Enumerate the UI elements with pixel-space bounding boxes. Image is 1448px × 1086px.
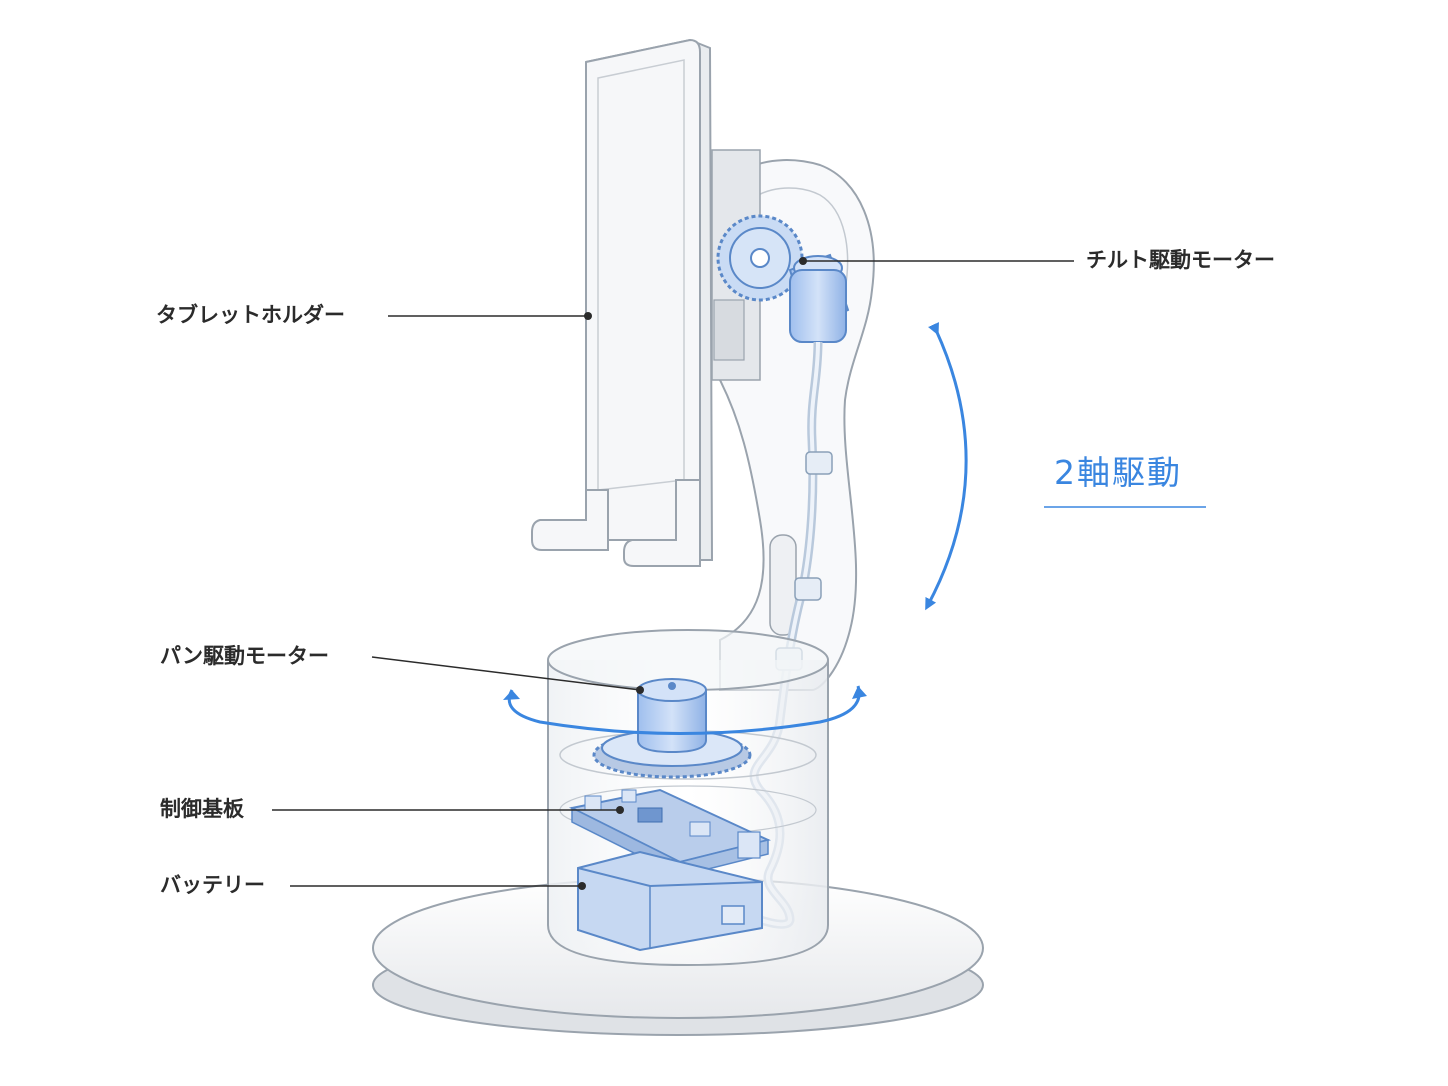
- tilt-motor: [716, 214, 850, 343]
- tablet-holder: [531, 38, 761, 567]
- pan-rotation-arrow: [503, 685, 867, 735]
- leader-dot-tilt-motor: [799, 257, 807, 265]
- label-two-axis-drive: 2軸駆動: [1054, 453, 1182, 492]
- label-battery: バッテリー: [160, 873, 265, 897]
- leader-dot-pan-motor: [636, 686, 644, 694]
- leader-dot-battery: [578, 882, 586, 890]
- label-tablet-holder: タブレットホルダー: [156, 303, 345, 327]
- pan-motor: [592, 678, 752, 779]
- leader-dot-control-board: [616, 806, 624, 814]
- tilt-arc-arrow: [925, 322, 968, 611]
- leader-dot-tablet-holder: [584, 312, 592, 320]
- battery: [577, 850, 763, 952]
- label-pan-motor: パン駆動モーター: [160, 644, 330, 668]
- label-tilt-motor: チルト駆動モーター: [1086, 248, 1275, 272]
- label-control-board: 制御基板: [160, 797, 244, 821]
- leader-line-pan-motor: [371, 656, 641, 691]
